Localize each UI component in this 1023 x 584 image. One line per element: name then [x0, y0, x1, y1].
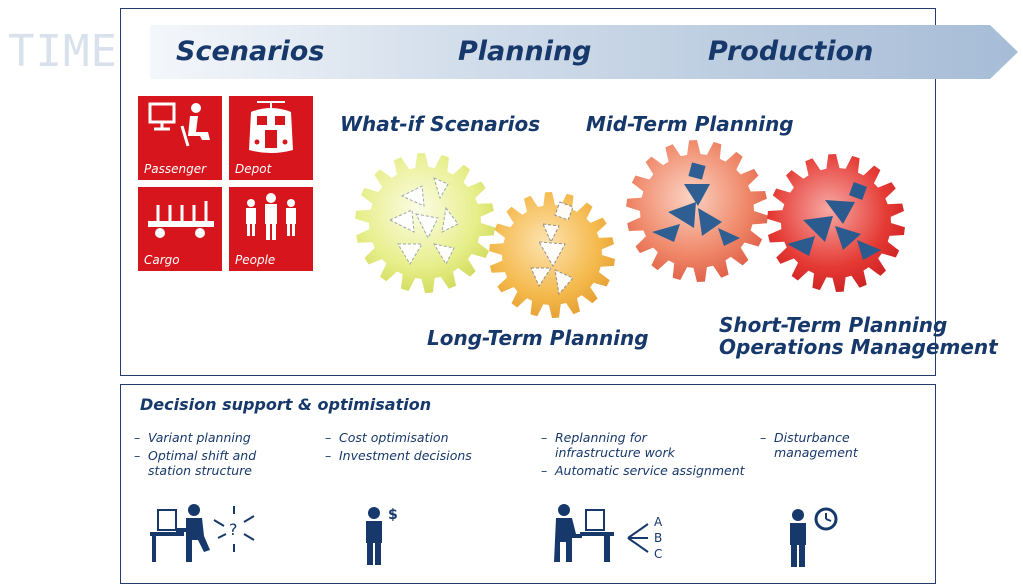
person-dollar-icon: $: [366, 507, 398, 565]
tile-label-cargo: Cargo: [144, 253, 180, 267]
train-icon: [249, 101, 293, 153]
short-term-gear-icon: [767, 154, 905, 292]
bullet-item: Optimal shift and station structure: [134, 448, 256, 478]
bullet-item: Disturbance management: [760, 430, 858, 460]
bullets-column-1: Variant planning Optimal shift and stati…: [134, 430, 256, 481]
tile-passenger: Passenger: [138, 96, 222, 180]
decision-support-title: Decision support & optimisation: [140, 395, 432, 414]
long-term-gear-icon: [489, 192, 615, 318]
gear-title-short-term: Short-Term Planning: [719, 313, 948, 337]
tile-label-depot: Depot: [235, 162, 272, 176]
mid-term-gear-icon: [626, 140, 768, 282]
phase-scenarios: Scenarios: [176, 36, 325, 67]
top-panel-frame: [120, 8, 936, 376]
bullet-item: Variant planning: [134, 430, 256, 445]
gear-title-mid-term: Mid-Term Planning: [586, 112, 794, 136]
passenger-icon: [148, 102, 210, 147]
time-label: TIME: [8, 26, 118, 77]
svg-text:?: ?: [229, 520, 238, 539]
tile-cargo: Cargo: [138, 187, 222, 271]
gear-outline: [626, 140, 768, 282]
gear-title-operations: Operations Management: [719, 335, 998, 359]
phase-production: Production: [708, 36, 874, 67]
timeline-arrow: [150, 25, 1018, 79]
cargo-wagon-icon: [148, 201, 214, 238]
workstation-abc-icon: A B C: [554, 504, 663, 562]
tile-label-passenger: Passenger: [144, 162, 207, 176]
person-clock-icon: [790, 507, 838, 567]
tile-label-people: People: [235, 253, 276, 267]
people-icon: [246, 193, 296, 240]
workstation-question-icon: ?: [150, 504, 255, 562]
svg-text:A: A: [654, 515, 663, 529]
gear-title-long-term: Long-Term Planning: [427, 326, 649, 350]
phase-planning: Planning: [458, 36, 592, 67]
bullet-item: Replanning for infrastructure work: [541, 430, 745, 460]
tile-depot: Depot: [229, 96, 313, 180]
bullets-column-3: Replanning for infrastructure work Autom…: [541, 430, 745, 481]
gear-title-what-if: What-if Scenarios: [340, 112, 541, 136]
gear-outline: [767, 154, 905, 292]
what-if-gear-icon: [355, 153, 495, 293]
bullets-column-2: Cost optimisation Investment decisions: [325, 430, 472, 466]
bullet-item: Investment decisions: [325, 448, 472, 463]
bullets-column-4: Disturbance management: [760, 430, 858, 463]
svg-text:B: B: [654, 531, 662, 545]
svg-text:C: C: [654, 547, 662, 561]
bullet-item: Automatic service assignment: [541, 463, 745, 478]
bullet-item: Cost optimisation: [325, 430, 472, 445]
tile-people: People: [229, 187, 313, 271]
svg-text:$: $: [388, 507, 398, 523]
